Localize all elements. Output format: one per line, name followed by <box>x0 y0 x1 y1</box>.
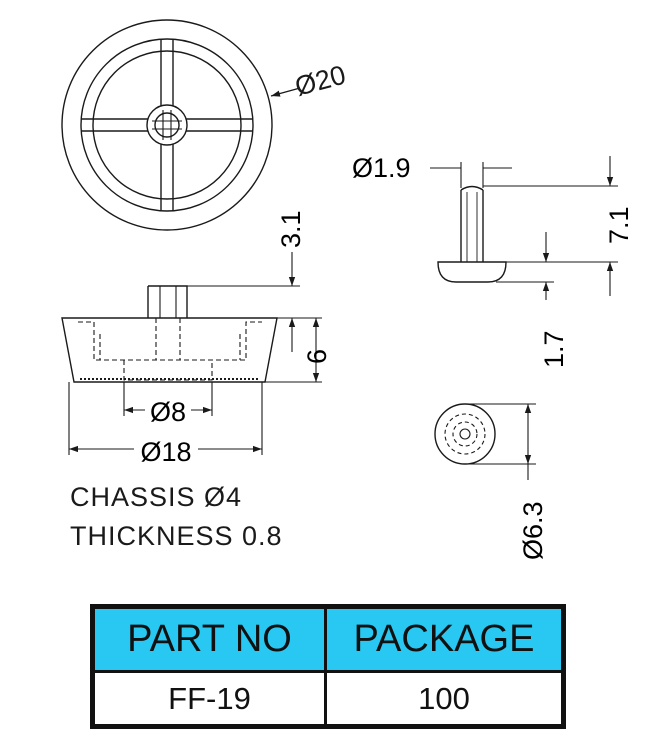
pin-bottom-view <box>434 403 496 465</box>
label-top-diameter: Ø20 <box>292 60 349 102</box>
dim-top-diameter: Ø20 <box>270 60 349 102</box>
label-base-height: 1.7 <box>539 330 569 368</box>
side-view <box>61 285 278 383</box>
label-pin-diameter: Ø1.9 <box>352 153 411 183</box>
label-pin-base-diameter: Ø6.3 <box>518 501 548 560</box>
pin-dimensions <box>430 156 618 300</box>
header-part-no: PART NO <box>95 609 324 673</box>
note-chassis: CHASSIS Ø4 <box>70 482 243 512</box>
pin-bottom-dimension <box>465 403 536 480</box>
label-stem-height: 3.1 <box>276 210 306 248</box>
side-view-dimensions <box>68 252 322 455</box>
top-view <box>61 19 273 231</box>
header-package: PACKAGE <box>324 609 561 673</box>
cell-package: 100 <box>324 673 561 724</box>
part-table: PART NO PACKAGE FF-19 100 <box>90 604 566 729</box>
label-body-height: 6 <box>302 349 332 364</box>
note-thickness: THICKNESS 0.8 <box>70 521 283 551</box>
label-inner-diameter: Ø8 <box>150 397 186 427</box>
pin-side-view <box>437 185 507 283</box>
label-outer-diameter: Ø18 <box>140 437 191 467</box>
cell-part-no: FF-19 <box>168 680 251 716</box>
label-pin-length: 7.1 <box>604 206 634 244</box>
